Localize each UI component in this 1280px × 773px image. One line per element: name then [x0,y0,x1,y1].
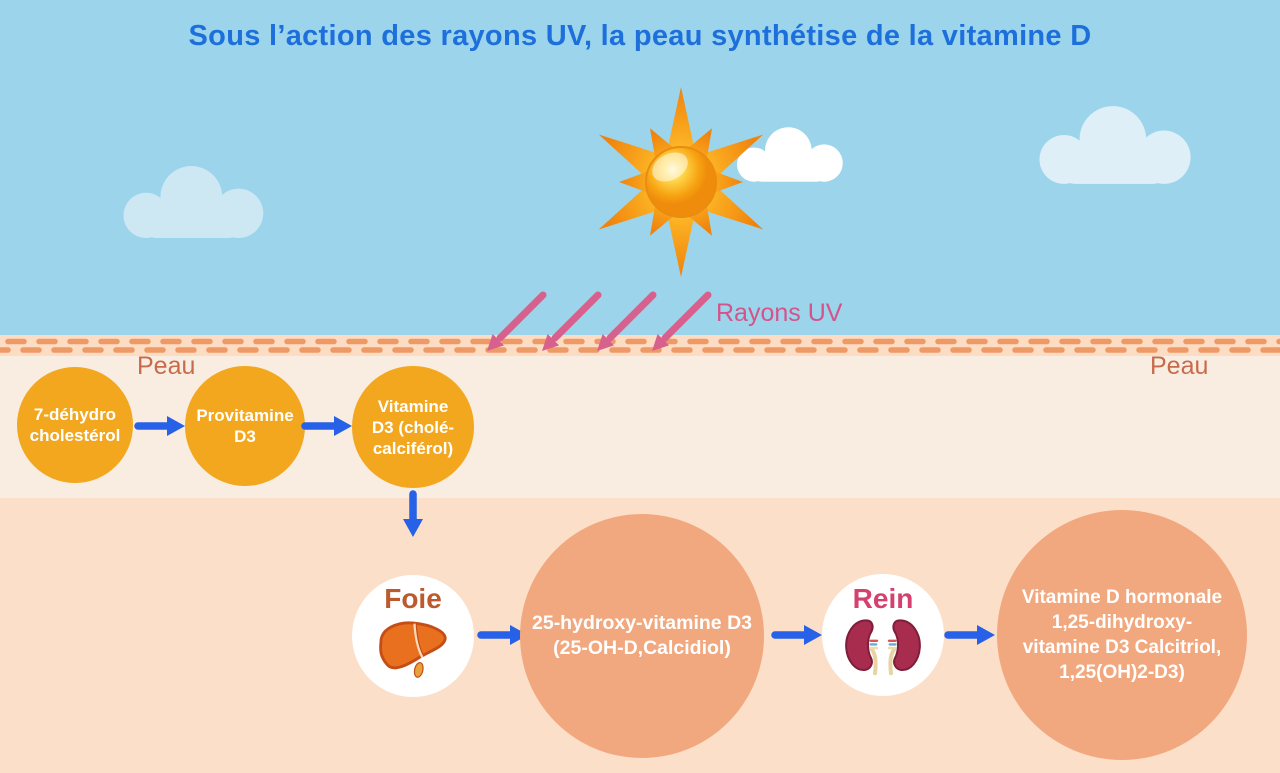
node-text-line: D3 [234,427,256,446]
node-25-hydroxy-vitamine-d3: 25-hydroxy-vitamine D3 (25-OH-D,Calcidio… [520,514,764,758]
sun-icon [598,87,764,277]
node-text-line: Provitamine [196,406,294,425]
skin-dashes-icon [0,338,1280,353]
cloud-icon [1039,106,1191,184]
uv-ray-arrow-icon [597,291,657,351]
node-text-line: Vitamine [377,396,449,416]
arrow-right-icon [477,625,528,645]
node-7-dehydrocholesterol: 7-déhydro cholestérol [17,367,133,483]
kidney-hilum-vessels [869,639,897,650]
node-text-line: Vitamine D hormonale [1021,587,1223,608]
kidney-node: Rein [822,574,944,696]
node-text-line: cholestérol [29,426,121,445]
node-text-line: 1,25(OH)2-D3) [1059,662,1185,683]
kidney-label: Rein [852,583,914,614]
node-text-line: calciférol) [372,438,454,458]
arrow-right-icon [771,625,822,645]
liver-node: Foie [352,575,474,697]
uv-ray-arrow-icon [652,291,712,351]
kidneys-icon [845,619,921,676]
uv-ray-arrow-icon [487,291,547,351]
liver-icon [379,621,447,678]
node-provitamine-d3: Provitamine D3 [185,366,305,486]
node-text-line: D3 (cholé- [371,417,455,437]
arrow-down-icon [403,490,423,537]
arrow-right-icon [301,416,352,436]
node-text-line: vitamine D3 Calcitriol, [1022,637,1222,658]
peau-label-right: Peau [1150,352,1209,380]
uv-rays-label: Rayons UV [716,299,843,327]
peau-label-left: Peau [137,352,196,380]
skin-surface-band [0,335,1280,356]
uv-ray-arrow-icon [542,291,602,351]
node-text-line: 25-hydroxy-vitamine D3 [532,612,752,634]
node-text-line: (25-OH-D,Calcidiol) [553,637,731,659]
cloud-icon [123,166,264,238]
cloud-icon [737,127,843,182]
node-calcitriol: Vitamine D hormonale 1,25-dihydroxy- vit… [997,510,1247,760]
page-title: Sous l’action des rayons UV, la peau syn… [188,20,1092,52]
node-vitamine-d3: Vitamine D3 (cholé- calciférol) [352,366,474,488]
liver-label: Foie [384,583,442,614]
arrow-right-icon [944,625,995,645]
node-text-line: 1,25-dihydroxy- [1051,612,1193,633]
node-text-line: 7-déhydro [33,405,117,424]
arrow-right-icon [134,416,185,436]
